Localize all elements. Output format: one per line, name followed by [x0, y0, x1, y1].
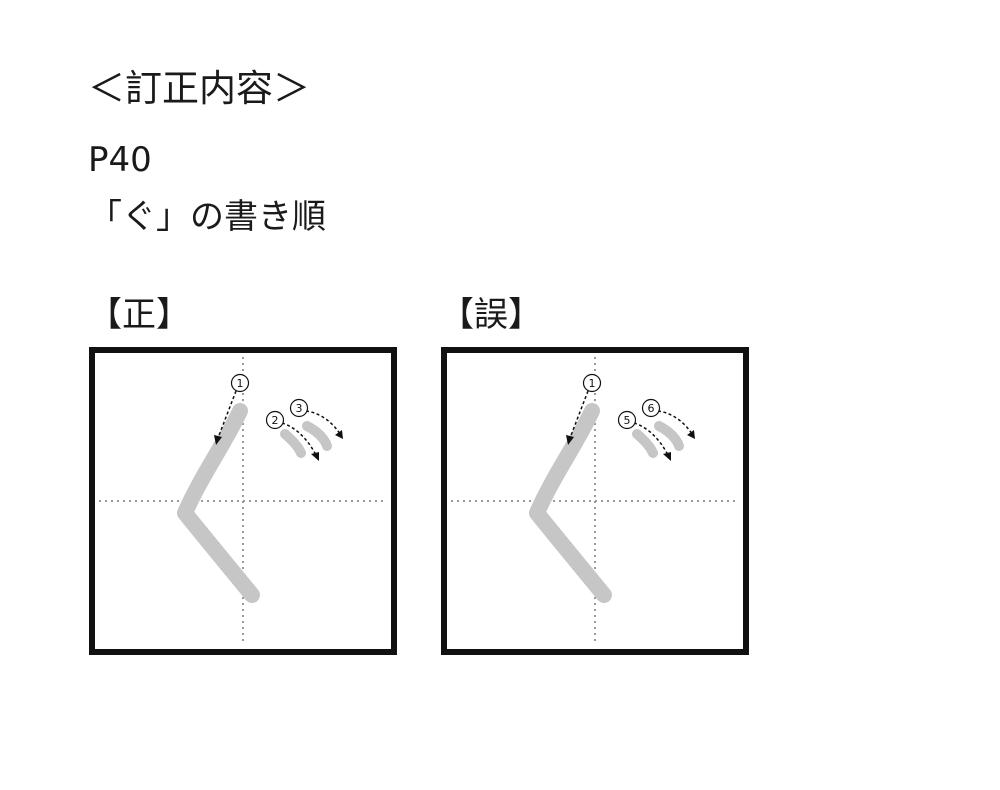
wrong-stroke-diagram: 1 5 6 — [451, 357, 739, 645]
stroke-number-2: 2 — [265, 410, 285, 430]
stroke-1-arrow — [217, 390, 237, 439]
svg-text:1: 1 — [237, 377, 244, 390]
dakuten-stroke-2 — [654, 421, 684, 451]
wrong-stroke-box: 1 5 6 — [441, 347, 749, 655]
stroke-6-arrowhead — [687, 430, 695, 439]
stroke-5-arrowhead — [663, 452, 671, 461]
stroke-6-arrow — [657, 410, 693, 435]
svg-text:6: 6 — [648, 402, 655, 415]
stroke-2-arrowhead — [311, 452, 319, 461]
svg-text:1: 1 — [589, 377, 596, 390]
stroke-3-arrow — [305, 410, 341, 435]
stroke-3-arrowhead — [335, 430, 343, 439]
ku-main-stroke — [529, 403, 612, 603]
stroke-number-1: 1 — [230, 373, 250, 393]
stroke-number-1: 1 — [582, 373, 602, 393]
svg-text:3: 3 — [296, 402, 303, 415]
stroke-number-5: 5 — [617, 410, 637, 430]
correct-stroke-diagram: 1 2 3 — [99, 357, 387, 645]
correct-stroke-box: 1 2 3 — [89, 347, 397, 655]
subject-title: 「ぐ」の書き順 — [88, 197, 326, 237]
stroke-1-arrowhead — [214, 435, 222, 445]
svg-text:2: 2 — [272, 414, 279, 427]
ku-main-stroke — [177, 403, 260, 603]
stroke-number-6: 6 — [641, 398, 661, 418]
svg-text:5: 5 — [624, 414, 631, 427]
wrong-label: 【誤】 — [440, 295, 542, 335]
correct-label: 【正】 — [88, 295, 190, 335]
stroke-1-arrow — [569, 390, 589, 439]
dakuten-stroke-1 — [280, 429, 306, 458]
stroke-number-3: 3 — [289, 398, 309, 418]
correction-heading: ＜訂正内容＞ — [88, 67, 310, 110]
stroke-1-arrowhead — [566, 435, 574, 445]
page-reference: P40 — [88, 140, 152, 180]
dakuten-stroke-2 — [302, 421, 332, 451]
dakuten-stroke-1 — [632, 429, 658, 458]
